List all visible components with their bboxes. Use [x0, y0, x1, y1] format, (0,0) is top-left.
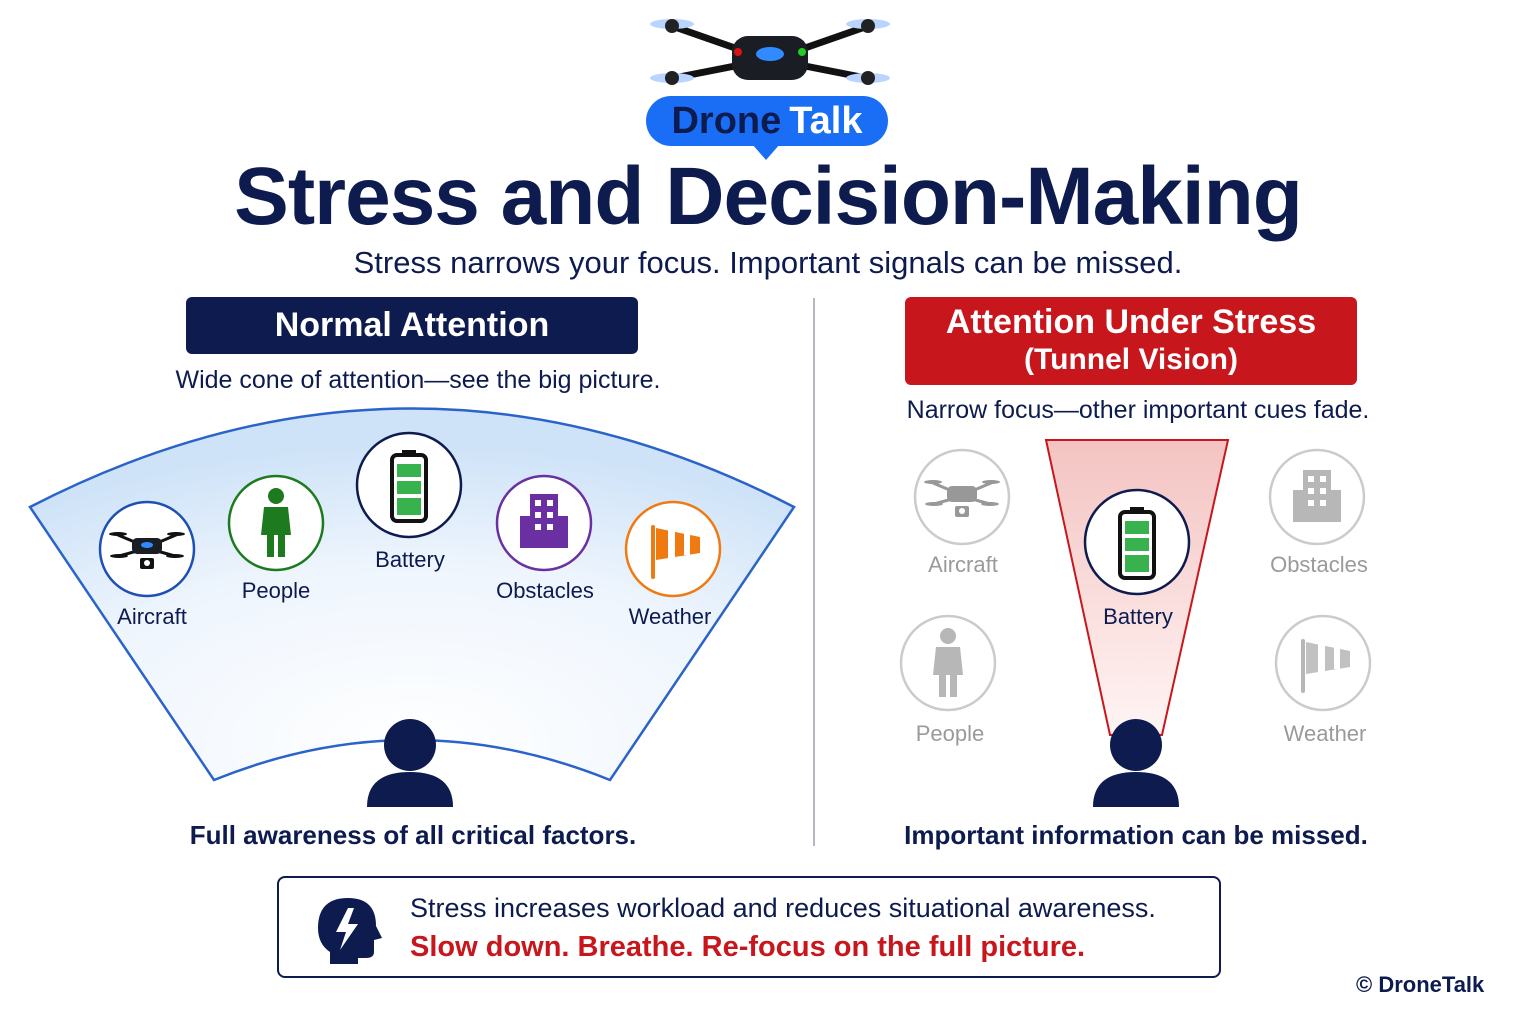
brand-word-1: Drone [671, 99, 782, 142]
aircraft-icon-faded [913, 448, 1011, 546]
stress-attention-header-text: Attention Under Stress [945, 303, 1317, 341]
label-battery-focused: Battery [1103, 604, 1173, 629]
label-weather-faded: Weather [1283, 721, 1367, 746]
stress-attention-footer: Important information can be missed. [904, 820, 1368, 850]
stress-attention-description: Narrow focus—other important cues fade. [906, 396, 1370, 424]
person-icon-faded [899, 614, 997, 712]
note-line-1: Stress increases workload and reduces si… [410, 893, 1156, 923]
normal-attention-description: Wide cone of attention—see the big pictu… [175, 366, 661, 394]
panel-divider [813, 298, 815, 846]
label-obstacles-faded: Obstacles [1270, 552, 1368, 577]
building-icon-faded [1268, 448, 1366, 546]
label-people-normal: People [241, 578, 311, 603]
windsock-icon-normal [624, 500, 722, 598]
logo-drone-icon [650, 19, 890, 85]
building-icon-normal [495, 474, 593, 572]
wide-attention-cone [28, 407, 796, 782]
brand-badge-tail [752, 144, 780, 160]
label-weather-normal: Weather [628, 604, 712, 629]
label-obstacles-normal: Obstacles [496, 578, 594, 603]
battery-icon-focused [1083, 488, 1191, 596]
page-title: Stress and Decision-Making [234, 151, 1303, 242]
normal-attention-header-text: Normal Attention [274, 306, 550, 344]
stress-attention-header: Attention Under Stress (Tunnel Vision) [905, 297, 1357, 385]
page-subtitle: Stress narrows your focus. Important sig… [353, 245, 1183, 280]
stressed-head-icon [318, 898, 382, 964]
person-icon-normal [227, 474, 325, 572]
label-battery-normal: Battery [375, 547, 445, 572]
label-aircraft-faded: Aircraft [928, 552, 998, 577]
note-line-2: Slow down. Breathe. Re-focus on the full… [410, 931, 1086, 963]
aircraft-icon-normal [98, 500, 196, 598]
battery-icon-normal [355, 431, 463, 539]
stress-note-box [277, 876, 1221, 978]
label-aircraft-normal: Aircraft [117, 604, 187, 629]
label-people-faded: People [915, 721, 985, 746]
normal-attention-header: Normal Attention [186, 297, 638, 354]
normal-attention-footer: Full awareness of all critical factors. [189, 820, 637, 850]
brand-word-2: Talk [789, 99, 863, 142]
windsock-icon-faded [1274, 614, 1372, 712]
observer-person-icon-normal [367, 719, 453, 807]
copyright-text: © DroneTalk [1356, 972, 1485, 997]
observer-person-icon-stressed [1093, 719, 1179, 807]
stress-attention-header-sub: (Tunnel Vision) [1024, 343, 1238, 376]
